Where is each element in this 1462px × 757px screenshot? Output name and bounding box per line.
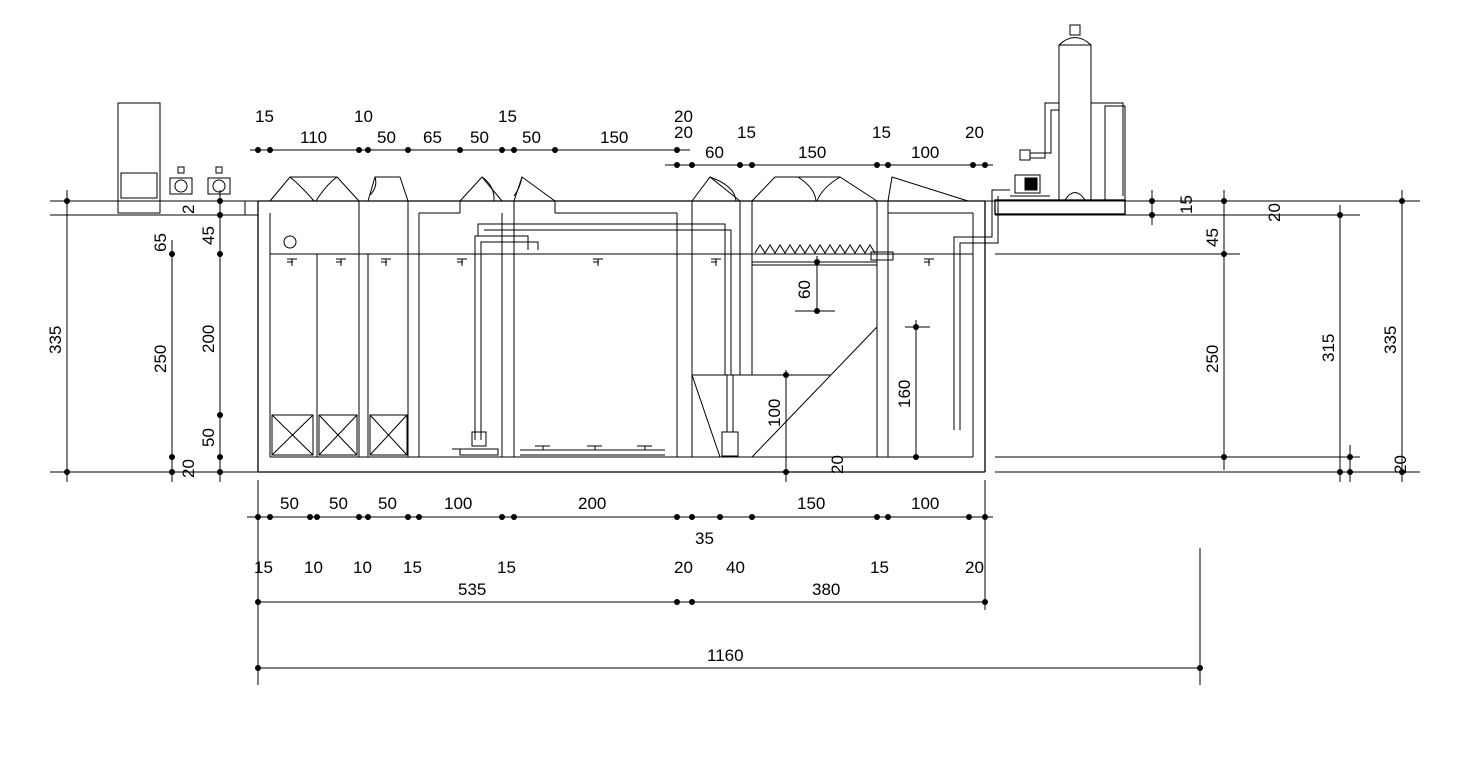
dim-label: 40 bbox=[726, 558, 745, 577]
dim-label: 45 bbox=[1203, 228, 1222, 247]
dim-label: 150 bbox=[798, 143, 826, 162]
dim-label: 15 bbox=[737, 123, 756, 142]
dim-label: 20 bbox=[674, 123, 693, 142]
dim-label: 60 bbox=[795, 280, 814, 299]
dim-label: 45 bbox=[199, 226, 218, 245]
dim-label: 60 bbox=[705, 143, 724, 162]
dim-label: 50 bbox=[378, 494, 397, 513]
dim-label: 15 bbox=[870, 558, 889, 577]
dim-label: 100 bbox=[444, 494, 472, 513]
dim-label: 20 bbox=[674, 107, 693, 126]
dim-label: 160 bbox=[895, 380, 914, 408]
dim-label: 50 bbox=[280, 494, 299, 513]
tank-structure bbox=[257, 200, 986, 473]
internal-pipes bbox=[283, 189, 1010, 457]
dim-label: 10 bbox=[354, 107, 373, 126]
dim-label: 10 bbox=[353, 558, 372, 577]
dim-label: 380 bbox=[812, 580, 840, 599]
dim-label: 150 bbox=[797, 494, 825, 513]
dosing-equipment-left bbox=[117, 102, 250, 215]
dim-label: 50 bbox=[522, 128, 541, 147]
filter-equipment-right bbox=[994, 24, 1126, 215]
dim-label: 15 bbox=[255, 107, 274, 126]
dim-label: 20 bbox=[965, 123, 984, 142]
dim-label: 20 bbox=[828, 455, 847, 474]
bottom-dimension-labels: 50 50 50 100 200 150 100 35 15 10 10 15 … bbox=[254, 494, 984, 665]
media-boxes bbox=[271, 414, 408, 456]
dim-label: 65 bbox=[423, 128, 442, 147]
dim-label: 20 bbox=[1391, 455, 1410, 474]
dim-label: 15 bbox=[498, 107, 517, 126]
dim-label: 110 bbox=[300, 128, 327, 147]
dim-label: 100 bbox=[911, 143, 939, 162]
dim-label: 50 bbox=[329, 494, 348, 513]
dim-label: 50 bbox=[470, 128, 489, 147]
dim-label: 535 bbox=[458, 580, 486, 599]
ground-lines bbox=[50, 200, 1420, 473]
dim-label: 50 bbox=[377, 128, 396, 147]
dim-label: 15 bbox=[872, 123, 891, 142]
tank-covers bbox=[269, 176, 969, 202]
dim-label: 20 bbox=[965, 558, 984, 577]
dim-label: 15 bbox=[403, 558, 422, 577]
dim-label: 65 bbox=[151, 233, 170, 252]
dim-label: 35 bbox=[695, 529, 714, 548]
right-dimension-labels: 15 20 45 250 315 335 20 bbox=[1177, 195, 1410, 474]
dim-label: 150 bbox=[600, 128, 628, 147]
dim-label: 15 bbox=[254, 558, 273, 577]
dim-label: 20 bbox=[1265, 203, 1284, 222]
dim-label: 335 bbox=[46, 326, 65, 354]
dimension-lines bbox=[64, 147, 1405, 685]
dim-label: 1160 bbox=[707, 646, 744, 665]
dim-label: 2 bbox=[179, 205, 198, 214]
left-dimension-labels: 335 65 250 20 45 200 50 2 bbox=[46, 205, 218, 478]
dim-label: 200 bbox=[578, 494, 606, 513]
dim-label: 200 bbox=[199, 325, 218, 353]
dim-label: 20 bbox=[179, 459, 198, 478]
inner-dimension-labels: 60 100 160 20 bbox=[765, 280, 914, 474]
dim-label: 335 bbox=[1381, 326, 1400, 354]
dim-label: 20 bbox=[674, 558, 693, 577]
dim-label: 15 bbox=[1177, 195, 1196, 214]
dim-label: 15 bbox=[497, 558, 516, 577]
top-dimension-labels: 15 110 10 50 65 50 15 50 150 20 20 60 15… bbox=[255, 107, 984, 162]
dim-label: 315 bbox=[1319, 334, 1338, 362]
dim-label: 100 bbox=[765, 399, 784, 427]
dim-label: 50 bbox=[199, 428, 218, 447]
dim-label: 250 bbox=[151, 345, 170, 373]
water-level-markers bbox=[287, 258, 934, 266]
dim-label: 10 bbox=[304, 558, 323, 577]
dim-label: 250 bbox=[1203, 345, 1222, 373]
dim-label: 100 bbox=[911, 494, 939, 513]
